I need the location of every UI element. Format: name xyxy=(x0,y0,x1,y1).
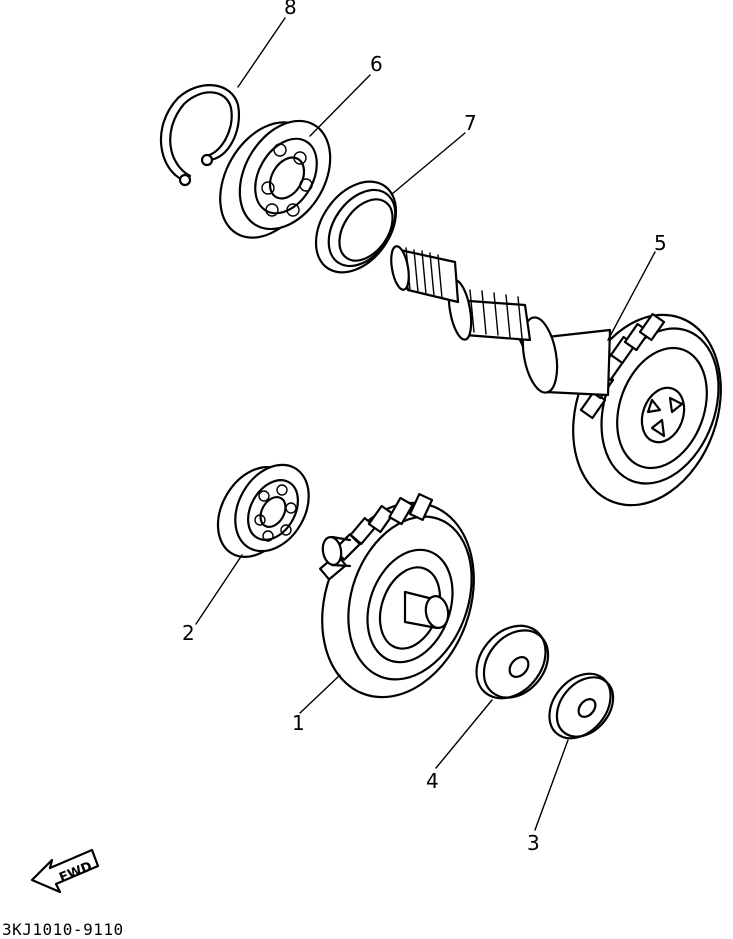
fwd-arrow: FWD xyxy=(30,848,100,894)
catalog-code: 3KJ1010-9110 xyxy=(2,920,124,939)
callout-6: 6 xyxy=(370,52,383,76)
part-6-bearing xyxy=(219,119,332,239)
part-5-shaft-gear xyxy=(390,245,722,507)
part-8-circlip xyxy=(159,84,241,187)
part-7-oil-seal xyxy=(314,180,398,274)
callout-1: 1 xyxy=(292,711,305,735)
leader-lines xyxy=(195,17,656,831)
callout-3: 3 xyxy=(527,831,540,855)
part-3-washer xyxy=(548,672,615,740)
callout-7: 7 xyxy=(464,111,477,135)
callout-5: 5 xyxy=(654,231,667,255)
part-4-washer xyxy=(475,624,550,700)
part-1-gear xyxy=(318,492,475,699)
part-2-bearing xyxy=(216,463,310,559)
callout-4: 4 xyxy=(426,769,439,793)
callout-2: 2 xyxy=(182,621,195,645)
callout-8: 8 xyxy=(284,0,297,19)
